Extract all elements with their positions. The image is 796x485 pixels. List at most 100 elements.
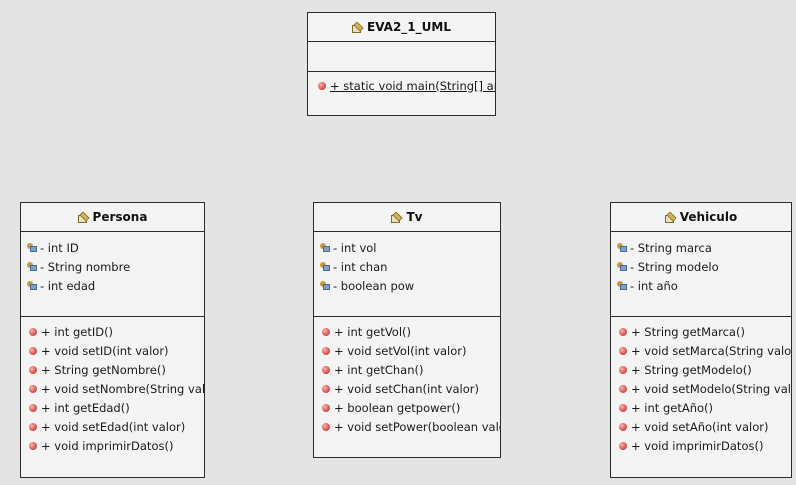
methods-compartment: + String getMarca() + void setMarca(Stri… (611, 317, 791, 455)
class-name: Persona (92, 210, 148, 224)
field-icon (27, 281, 37, 290)
class-header: Persona (21, 203, 204, 232)
method-row[interactable]: + int getID() (21, 322, 204, 341)
method-icon (322, 327, 330, 336)
method-row[interactable]: + static void main(String[] args (308, 76, 495, 95)
class-icon (77, 211, 90, 223)
method-row[interactable]: + String getNombre() (21, 360, 204, 379)
method-row[interactable]: + void imprimirDatos() (611, 436, 791, 455)
attribute-text: - int ID (40, 240, 79, 255)
method-icon (322, 422, 330, 431)
attribute-row[interactable]: - String nombre (21, 257, 204, 276)
method-signature: + void setEdad(int valor) (41, 419, 186, 434)
attribute-row[interactable]: - boolean pow (314, 276, 500, 295)
method-icon (29, 403, 37, 412)
method-icon (619, 384, 627, 393)
class-header: Vehiculo (611, 203, 791, 232)
method-signature: + void setVol(int valor) (334, 343, 467, 358)
field-icon (617, 262, 627, 271)
attribute-row[interactable]: - int chan (314, 257, 500, 276)
method-signature: + boolean getpower() (334, 400, 461, 415)
method-signature: + void setID(int valor) (41, 343, 169, 358)
method-row[interactable]: + int getAño() (611, 398, 791, 417)
method-icon (29, 327, 37, 336)
field-icon (320, 281, 330, 290)
method-signature: + int getID() (41, 324, 114, 339)
method-row[interactable]: + void setPower(boolean valo (314, 417, 500, 436)
attribute-row[interactable]: - String modelo (611, 257, 791, 276)
attribute-row[interactable]: - String marca (611, 238, 791, 257)
field-icon (617, 243, 627, 252)
attribute-row[interactable]: - int vol (314, 238, 500, 257)
method-row[interactable]: + void setMarca(String valor) (611, 341, 791, 360)
method-icon (318, 81, 326, 90)
method-row[interactable]: + boolean getpower() (314, 398, 500, 417)
methods-compartment: + int getID() + void setID(int valor) + … (21, 317, 204, 455)
attribute-text: - int chan (333, 259, 388, 274)
attributes-compartment: - String marca - String modelo - int año (611, 232, 791, 317)
attribute-text: - boolean pow (333, 278, 415, 293)
method-icon (619, 365, 627, 374)
field-icon (320, 262, 330, 271)
method-icon (322, 384, 330, 393)
method-row[interactable]: + void setChan(int valor) (314, 379, 500, 398)
class-header: Tv (314, 203, 500, 232)
method-signature: + void setChan(int valor) (334, 381, 479, 396)
attributes-compartment: - int vol - int chan - boolean pow (314, 232, 500, 317)
class-icon (391, 211, 404, 223)
method-row[interactable]: + String getModelo() (611, 360, 791, 379)
attributes-compartment: - int ID - String nombre - int edad (21, 232, 204, 317)
method-icon (29, 441, 37, 450)
method-signature: + void setNombre(String valo (41, 381, 205, 396)
method-row[interactable]: + void setEdad(int valor) (21, 417, 204, 436)
field-icon (320, 243, 330, 252)
attribute-text: - int edad (40, 278, 96, 293)
field-icon (27, 243, 37, 252)
method-icon (29, 365, 37, 374)
method-signature: + int getAño() (631, 400, 713, 415)
attribute-row[interactable]: - int edad (21, 276, 204, 295)
attribute-text: - String marca (630, 240, 712, 255)
method-row[interactable]: + void setVol(int valor) (314, 341, 500, 360)
method-signature: + String getNombre() (41, 362, 166, 377)
method-icon (322, 346, 330, 355)
method-signature: + void setModelo(String valo (631, 381, 792, 396)
method-signature: + void setPower(boolean valo (334, 419, 501, 434)
method-icon (322, 365, 330, 374)
method-signature: + void setAño(int valor) (631, 419, 769, 434)
attributes-compartment (308, 42, 495, 72)
class-tv[interactable]: Tv - int vol - int chan - boolean pow + … (313, 202, 501, 458)
method-icon (619, 403, 627, 412)
field-icon (27, 262, 37, 271)
class-persona[interactable]: Persona - int ID - String nombre - int e… (20, 202, 205, 478)
attribute-text: - String nombre (40, 259, 131, 274)
method-row[interactable]: + void setModelo(String valo (611, 379, 791, 398)
method-row[interactable]: + void setAño(int valor) (611, 417, 791, 436)
methods-compartment: + static void main(String[] args (308, 72, 495, 95)
class-vehiculo[interactable]: Vehiculo - String marca - String modelo … (610, 202, 792, 478)
attribute-row[interactable]: - int año (611, 276, 791, 295)
class-icon (352, 21, 364, 33)
class-name: Vehiculo (679, 210, 738, 224)
method-icon (619, 327, 627, 336)
class-header: EVA2_1_UML (308, 13, 495, 42)
method-signature: + int getVol() (334, 324, 412, 339)
method-icon (29, 346, 37, 355)
class-eva2-1-uml[interactable]: EVA2_1_UML + static void main(String[] a… (307, 12, 496, 116)
method-row[interactable]: + void imprimirDatos() (21, 436, 204, 455)
attribute-text: - int vol (333, 240, 377, 255)
method-signature: + int getChan() (334, 362, 424, 377)
method-row[interactable]: + int getEdad() (21, 398, 204, 417)
attribute-row[interactable]: - int ID (21, 238, 204, 257)
class-icon (664, 211, 677, 223)
method-row[interactable]: + void setID(int valor) (21, 341, 204, 360)
class-name: Tv (406, 210, 423, 224)
method-row[interactable]: + void setNombre(String valo (21, 379, 204, 398)
method-row[interactable]: + String getMarca() (611, 322, 791, 341)
method-signature: + static void main(String[] args (330, 78, 496, 93)
method-icon (619, 422, 627, 431)
attribute-text: - int año (630, 278, 678, 293)
method-row[interactable]: + int getVol() (314, 322, 500, 341)
methods-compartment: + int getVol() + void setVol(int valor) … (314, 317, 500, 436)
method-row[interactable]: + int getChan() (314, 360, 500, 379)
